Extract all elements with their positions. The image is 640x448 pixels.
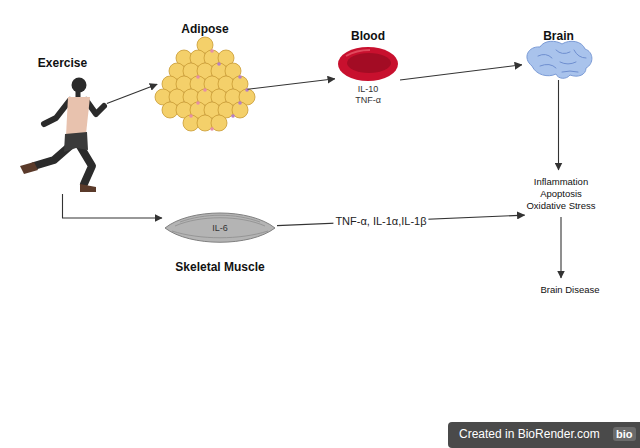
runner-figure-part — [34, 92, 104, 184]
adipose-node: Adipose — [160, 40, 250, 130]
red-blood-cell-part — [346, 50, 370, 56]
box-text: Inflammation Apoptosis Oxidative Stress — [521, 176, 601, 212]
runner-figure-part — [80, 184, 96, 192]
brain-figure-part-part — [574, 50, 586, 58]
brain-node: Brain — [525, 44, 592, 78]
watermark-logo: bio — [613, 427, 636, 441]
box-text: Brain Disease — [540, 284, 600, 296]
arrow-connector — [560, 217, 561, 278]
adipose-tissue-part — [232, 102, 248, 118]
runner-figure — [20, 78, 104, 193]
figure-label: Blood — [351, 29, 385, 43]
brain-figure-part-part — [560, 62, 576, 64]
figure-label: Brain — [543, 29, 574, 43]
brain-figure-part — [527, 41, 592, 78]
muscle-node: IL-6Skeletal Muscle — [165, 210, 275, 245]
figure-label: Adipose — [181, 22, 228, 36]
adipose-tissue-part — [239, 89, 255, 105]
effect-box: Inflammation Apoptosis Oxidative Stress — [517, 173, 605, 215]
runner-node: Exercise — [20, 75, 105, 192]
adipose-tissue-part — [196, 101, 200, 105]
adipose-tissue — [155, 37, 255, 131]
red-blood-cell — [338, 47, 398, 81]
adipose-tissue-part — [231, 114, 235, 118]
runner-figure-part — [64, 132, 88, 152]
inner-label: IL-6 — [212, 222, 228, 233]
runner-figure-part — [20, 162, 38, 174]
runner-figure-part-part — [44, 100, 70, 124]
arrow-connector — [558, 80, 559, 170]
adipose-tissue-part — [210, 49, 214, 53]
adipose-tissue-part — [189, 114, 193, 118]
muscle-figure — [165, 213, 275, 242]
watermark-badge — [448, 422, 640, 448]
muscle-figure-part — [165, 213, 275, 242]
brain-figure — [527, 41, 592, 78]
red-blood-cell-part — [338, 47, 398, 81]
adipose-tissue-part — [238, 75, 242, 79]
adipose-tissue-part — [210, 127, 214, 131]
figure-label: IL-10 TNF-α — [351, 84, 385, 106]
adipose-tissue-part — [238, 101, 242, 105]
runner-figure-part — [66, 97, 90, 136]
watermark-text: Created in BioRender.com — [459, 427, 600, 443]
arrow-connector — [63, 194, 163, 218]
brain-figure-part-part — [540, 64, 556, 68]
arrow-connector — [107, 84, 157, 103]
edge-label: TNF-α, IL-1α,IL-1β — [333, 215, 428, 227]
adipose-tissue-part — [203, 88, 207, 92]
figure-label: Skeletal Muscle — [175, 260, 264, 274]
red-blood-cell-part — [347, 53, 391, 73]
adipose-tissue-part — [217, 62, 221, 66]
brain-figure-part-part — [556, 50, 570, 54]
brain-figure-part-part — [538, 54, 552, 58]
adipose-tissue-part — [211, 115, 227, 131]
outcome-box: Brain Disease — [536, 281, 604, 299]
muscle-figure-part-part — [180, 215, 260, 222]
arrow-connector — [247, 79, 335, 90]
adipose-tissue-part — [196, 75, 200, 79]
blood-node: BloodIL-10 TNF-α — [338, 46, 398, 82]
watermark-badge-part — [448, 422, 640, 448]
arrow-connector — [400, 65, 522, 80]
muscle-figure-part — [172, 215, 268, 238]
figure-label: Exercise — [38, 56, 87, 70]
brain-figure-part — [538, 50, 586, 72]
runner-figure-part-part — [80, 146, 92, 184]
runner-figure-part — [72, 78, 87, 93]
brain-figure-part-part — [562, 71, 578, 72]
